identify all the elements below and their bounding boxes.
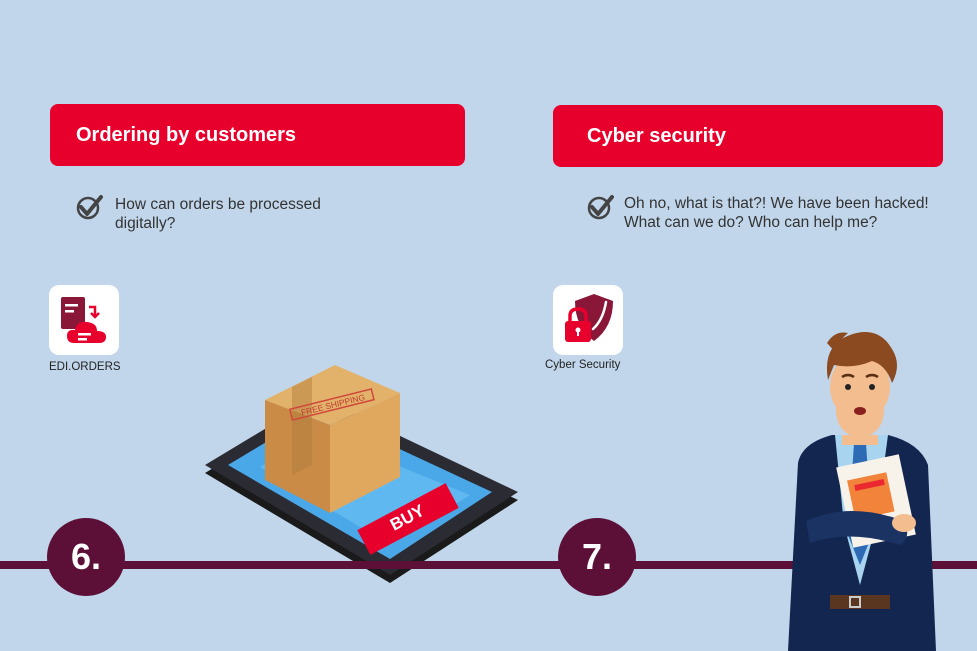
checkmark-icon <box>76 195 103 220</box>
section-title: Cyber security <box>587 124 726 147</box>
section-title: Ordering by customers <box>76 123 297 146</box>
section-question: Oh no, what is that?! We have been hacke… <box>624 195 929 231</box>
checkmark-icon <box>587 195 614 220</box>
header-ordering-by-customers: Ordering by customers <box>50 104 465 166</box>
header-cyber-security: Cyber security <box>553 105 943 167</box>
package-icon: FREE SHIPPING BUY <box>205 365 518 583</box>
timeline-line <box>0 561 977 569</box>
edi-orders-app-tile[interactable] <box>49 285 119 355</box>
edi-orders-icon <box>61 297 106 343</box>
cyber-security-icon <box>565 294 613 342</box>
app-label: EDI.ORDERS <box>49 361 121 373</box>
worried-man-icon <box>788 332 936 651</box>
step-number-7: 7. <box>558 518 636 596</box>
section-question: How can orders be processed digitally? <box>115 196 321 232</box>
cyber-security-app-tile[interactable] <box>553 285 623 355</box>
app-label: Cyber Security <box>545 359 621 371</box>
step-number-6: 6. <box>47 518 125 596</box>
